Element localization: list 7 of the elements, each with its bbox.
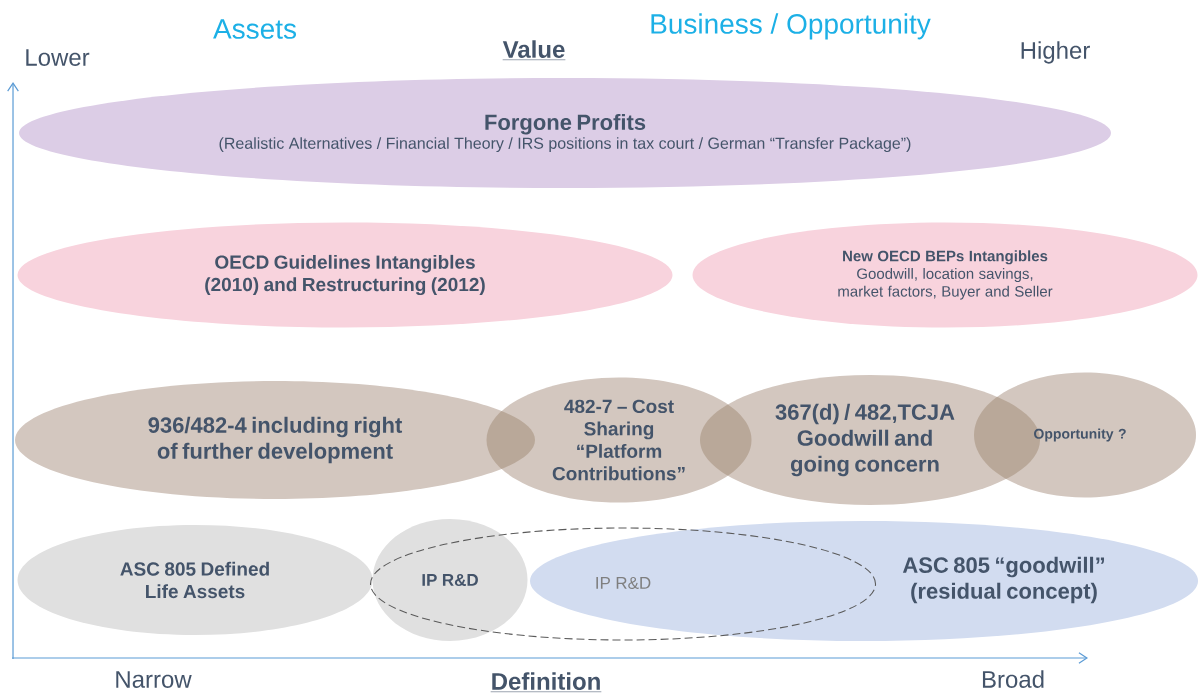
axis-label: Broad xyxy=(982,670,1044,688)
axis-label: Business / Opportunity xyxy=(651,13,931,40)
axis-label: Assets xyxy=(213,19,296,39)
axis-label: Definition xyxy=(490,672,602,693)
axis-label: Value xyxy=(502,40,566,61)
axis-label: Narrow xyxy=(116,671,192,688)
node-label: 367(d) / 482,TCJA Goodwill and going concern xyxy=(775,403,955,477)
